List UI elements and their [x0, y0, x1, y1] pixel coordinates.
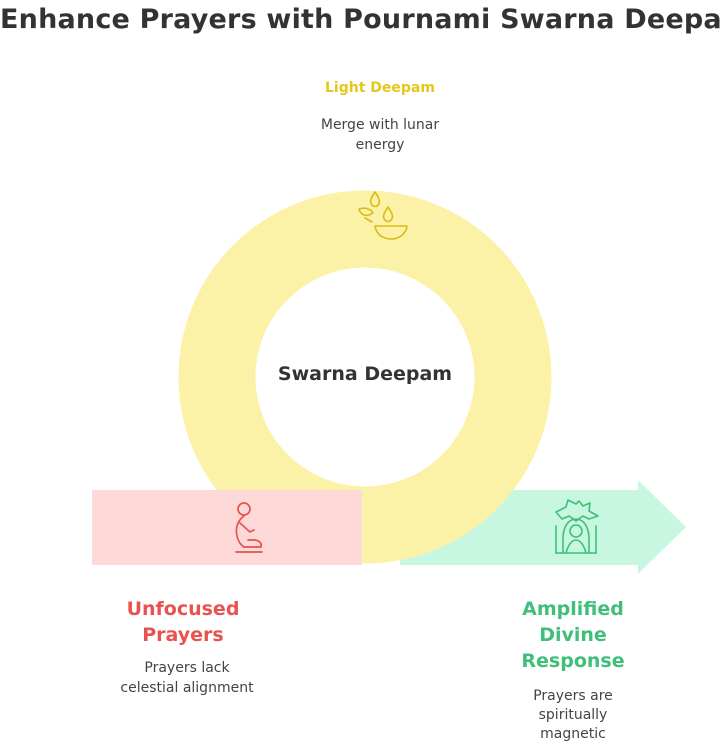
title-line: Amplified — [522, 598, 624, 620]
center-label: Swarna Deepam — [277, 363, 453, 385]
description-line: celestial alignment — [120, 680, 254, 696]
cycle-ring — [178, 190, 552, 564]
description-line: Prayers are — [533, 688, 613, 704]
input-box — [92, 490, 362, 565]
kneeling-person-icon — [235, 502, 263, 553]
left-step-description: Prayers lack celestial alignment — [90, 658, 284, 698]
description-line: energy — [355, 137, 405, 153]
description-line: Prayers lack — [144, 660, 230, 676]
description-line: spiritually — [538, 707, 608, 723]
title-line: Unfocused — [126, 598, 240, 620]
top-step-description: Merge with lunar energy — [280, 115, 480, 155]
oil-lamp-icon — [358, 191, 408, 240]
left-step-title: Unfocused Prayers — [90, 596, 276, 648]
description-line: magnetic — [540, 726, 606, 742]
right-step-description: Prayers are spiritually magnetic — [480, 687, 666, 744]
divine-figure-icon — [555, 499, 599, 554]
title-line: Response — [521, 650, 625, 672]
title-line: Divine — [539, 624, 607, 646]
description-line: Merge with lunar — [320, 117, 440, 133]
diagram-title: Enhance Prayers with Pournami Swarna Dee… — [0, 4, 720, 35]
right-step-title: Amplified Divine Response — [480, 596, 666, 674]
title-line: Prayers — [142, 624, 224, 646]
top-step-title: Light Deepam — [325, 80, 435, 96]
